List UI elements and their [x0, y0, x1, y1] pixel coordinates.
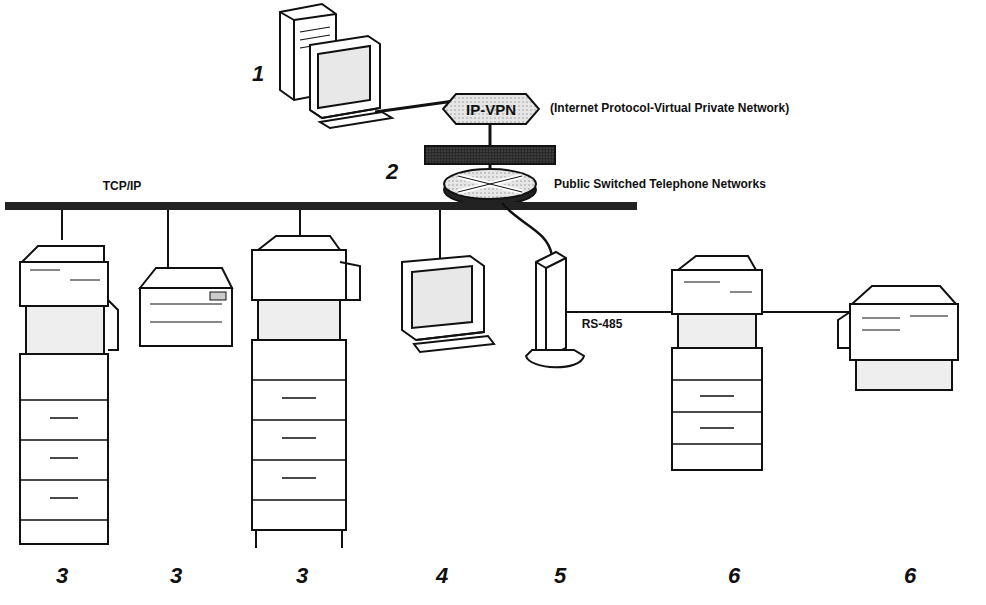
bus-name: TCP/IP [101, 179, 144, 193]
fax-machine [838, 286, 958, 390]
node-text: IP-VPN [466, 101, 516, 118]
signal-name: RS-485 [580, 317, 625, 331]
hexagon-node: IP-VPN [442, 93, 540, 125]
network-name: Public Switched Telephone Networks [552, 177, 768, 191]
callout-number: 1 [252, 61, 264, 87]
callout-number: 6 [904, 563, 916, 589]
copier [252, 236, 360, 548]
printer [140, 268, 232, 346]
copier [20, 246, 118, 544]
callout-number: 3 [296, 563, 308, 589]
tcpip-bus [5, 202, 637, 210]
network-note: (Internet Protocol-Virtual Private Netwo… [548, 101, 791, 115]
callout-number: 4 [436, 563, 448, 589]
callout-number: 5 [554, 563, 566, 589]
callout-number: 2 [386, 159, 398, 185]
modem-bar [425, 146, 555, 164]
callout-number: 3 [56, 563, 68, 589]
pstn-cloud [444, 169, 536, 205]
callout-number: 3 [170, 563, 182, 589]
personal-computer [402, 256, 494, 352]
callout-number: 6 [728, 563, 740, 589]
modem [526, 252, 584, 367]
copier [672, 256, 762, 470]
server-computer [280, 4, 392, 128]
